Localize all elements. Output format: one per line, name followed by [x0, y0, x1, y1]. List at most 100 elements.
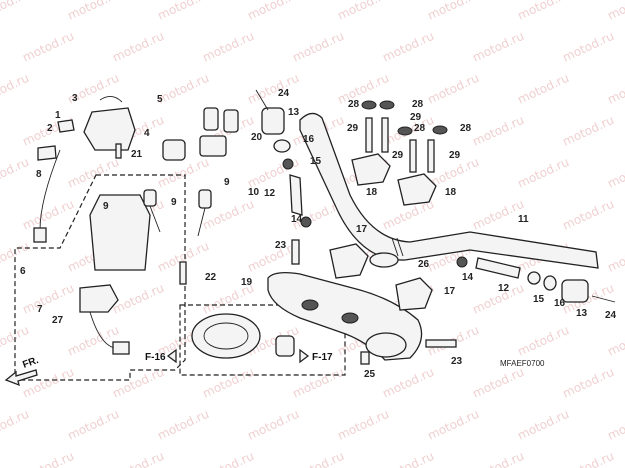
callout-c7: 7	[37, 304, 43, 315]
watermark-text: motod.ru	[200, 449, 256, 468]
callout-c16b: 16	[554, 298, 566, 309]
callout-c14a: 14	[291, 214, 303, 225]
watermark-text: motod.ru	[200, 365, 256, 401]
ref-label-f16: F-16	[145, 352, 166, 363]
screw-21	[115, 143, 122, 159]
bolt-29-c	[409, 139, 417, 173]
handlebar-marking-2	[396, 237, 404, 257]
fuel-cap-inner	[203, 322, 249, 350]
watermark-text: motod.ru	[65, 155, 121, 191]
ref-arrow-f16	[166, 348, 177, 364]
callout-c19: 19	[241, 277, 253, 288]
callout-c10: 10	[248, 187, 260, 198]
bar-end-weight-13-left	[261, 107, 285, 135]
callout-c13a: 13	[288, 107, 300, 118]
watermark-text: motod.ru	[65, 407, 121, 443]
handlebar-holder-upper-right	[397, 173, 437, 206]
key-10	[198, 189, 212, 209]
watermark-text: motod.ru	[155, 155, 211, 191]
harness-wiring-8	[39, 149, 61, 231]
callout-c5: 5	[157, 94, 163, 105]
callout-c29d: 29	[449, 150, 461, 161]
front-label: FR.	[21, 355, 40, 371]
cap-28-b	[379, 100, 395, 110]
ignition-switch-body	[89, 194, 151, 271]
callout-c17a: 17	[356, 224, 368, 235]
watermark-text: motod.ru	[20, 197, 76, 233]
callout-c18b: 18	[445, 187, 457, 198]
watermark-text: motod.ru	[155, 0, 211, 23]
watermark-text: motod.ru	[470, 29, 526, 65]
callout-c6: 6	[20, 266, 26, 277]
diagram-code: MFAEF0700	[500, 359, 545, 368]
watermark-text: motod.ru	[335, 0, 391, 23]
watermark-text: motod.ru	[20, 281, 76, 317]
watermark-text: motod.ru	[605, 239, 625, 275]
watermark-text: motod.ru	[20, 29, 76, 65]
callout-c23a: 23	[275, 240, 287, 251]
fork-hole-left	[301, 299, 319, 311]
screw-24-left	[255, 89, 269, 111]
callout-c28d: 28	[460, 123, 472, 134]
callout-c24b: 24	[605, 310, 617, 321]
watermark-text: motod.ru	[605, 407, 625, 443]
callout-c21: 21	[131, 149, 143, 160]
screw-22	[179, 261, 187, 285]
pin-12-left	[289, 174, 303, 216]
handlebar-holder-lower-right	[395, 277, 433, 311]
watermark-text: motod.ru	[515, 407, 571, 443]
watermark-text: motod.ru	[560, 365, 616, 401]
callout-c15a: 15	[310, 156, 322, 167]
callout-c26: 26	[418, 259, 430, 270]
watermark-text: motod.ru	[605, 323, 625, 359]
cap-28-a	[361, 100, 377, 110]
watermark-text: motod.ru	[200, 29, 256, 65]
callout-c28b: 28	[412, 99, 424, 110]
clamp-8	[37, 145, 57, 161]
watermark-text: motod.ru	[470, 365, 526, 401]
watermark-text: motod.ru	[0, 407, 31, 443]
watermark-text: motod.ru	[560, 449, 616, 468]
handlebar-holder-upper-left	[351, 153, 391, 186]
key-9-blade	[149, 205, 161, 233]
fork-hole-right	[341, 312, 359, 324]
screw-24-right	[591, 295, 616, 303]
cylinder-20	[199, 135, 227, 157]
watermark-text: motod.ru	[515, 0, 571, 23]
front-arrow-icon	[4, 369, 38, 387]
callout-c18a: 18	[366, 187, 378, 198]
watermark-text: motod.ru	[380, 449, 436, 468]
fuel-cap-lock	[275, 335, 295, 357]
callout-c25: 25	[364, 369, 376, 380]
seat-lock-5	[162, 139, 186, 161]
fuel-cap	[191, 313, 261, 359]
callout-c14b: 14	[462, 272, 474, 283]
callout-c8: 8	[36, 169, 42, 180]
watermark-text: motod.ru	[20, 365, 76, 401]
key-20-b	[223, 109, 239, 133]
handlebar-pipe	[299, 112, 599, 269]
watermark-text: motod.ru	[0, 0, 31, 23]
ring-15-left	[282, 158, 294, 170]
watermark-text: motod.ru	[470, 449, 526, 468]
watermark-text: motod.ru	[515, 71, 571, 107]
callout-c1: 1	[55, 110, 61, 121]
watermark-text: motod.ru	[290, 29, 346, 65]
callout-c28a: 28	[348, 99, 360, 110]
stem-nut-boss	[365, 332, 407, 358]
watermark-text: motod.ru	[605, 155, 625, 191]
ignition-switch-cover	[83, 107, 136, 151]
watermark-text: motod.ru	[110, 449, 166, 468]
watermark-text: motod.ru	[470, 113, 526, 149]
watermark-text: motod.ru	[425, 407, 481, 443]
watermark-text: motod.ru	[65, 0, 121, 23]
ref-label-f17: F-17	[312, 352, 333, 363]
callout-c20: 20	[251, 132, 263, 143]
switch-connector-7	[79, 284, 119, 313]
bolt-29-b	[381, 117, 389, 153]
nut-14-right	[456, 256, 468, 268]
bar-end-weight-13-right	[561, 279, 589, 303]
watermark-text: motod.ru	[20, 449, 76, 468]
